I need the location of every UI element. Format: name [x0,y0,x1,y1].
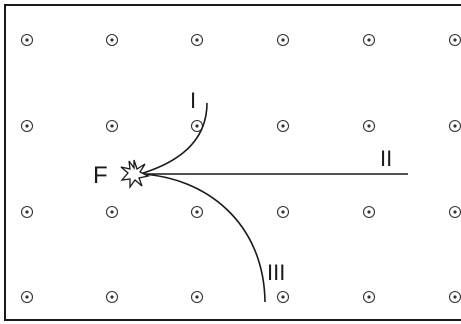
out-of-page-dot-icon [276,33,290,47]
out-of-page-dot-icon [20,119,34,133]
out-of-page-dot-icon [362,290,376,304]
track-ii-label: II [380,146,392,171]
out-of-page-dot-icon [105,205,119,219]
out-of-page-dot-icon [276,119,290,133]
out-of-page-dot-icon [362,205,376,219]
out-of-page-dot-icon [20,33,34,47]
out-of-page-dot-icon [105,290,119,304]
out-of-page-dot-icon [448,119,461,133]
track-iii-path [139,173,266,303]
out-of-page-dot-icon [190,205,204,219]
out-of-page-dot-icon [448,33,461,47]
out-of-page-dot-icon [276,205,290,219]
out-of-page-dot-icon [105,119,119,133]
out-of-page-dot-icon [362,119,376,133]
out-of-page-dot-icon [276,290,290,304]
track-iii-label: III [267,260,285,285]
out-of-page-dot-icon [105,33,119,47]
out-of-page-dot-icon [20,290,34,304]
source-label: F [93,162,108,189]
out-of-page-dot-icon [448,205,461,219]
track-i-label: I [190,88,196,113]
out-of-page-dot-icon [20,205,34,219]
out-of-page-dot-icon [448,290,461,304]
field-region-border [4,4,461,321]
field-symbol-grid [20,33,461,304]
out-of-page-dot-icon [190,33,204,47]
source-star-icon [120,159,150,190]
out-of-page-dot-icon [190,290,204,304]
out-of-page-dot-icon [362,33,376,47]
track-i-path [139,102,208,175]
